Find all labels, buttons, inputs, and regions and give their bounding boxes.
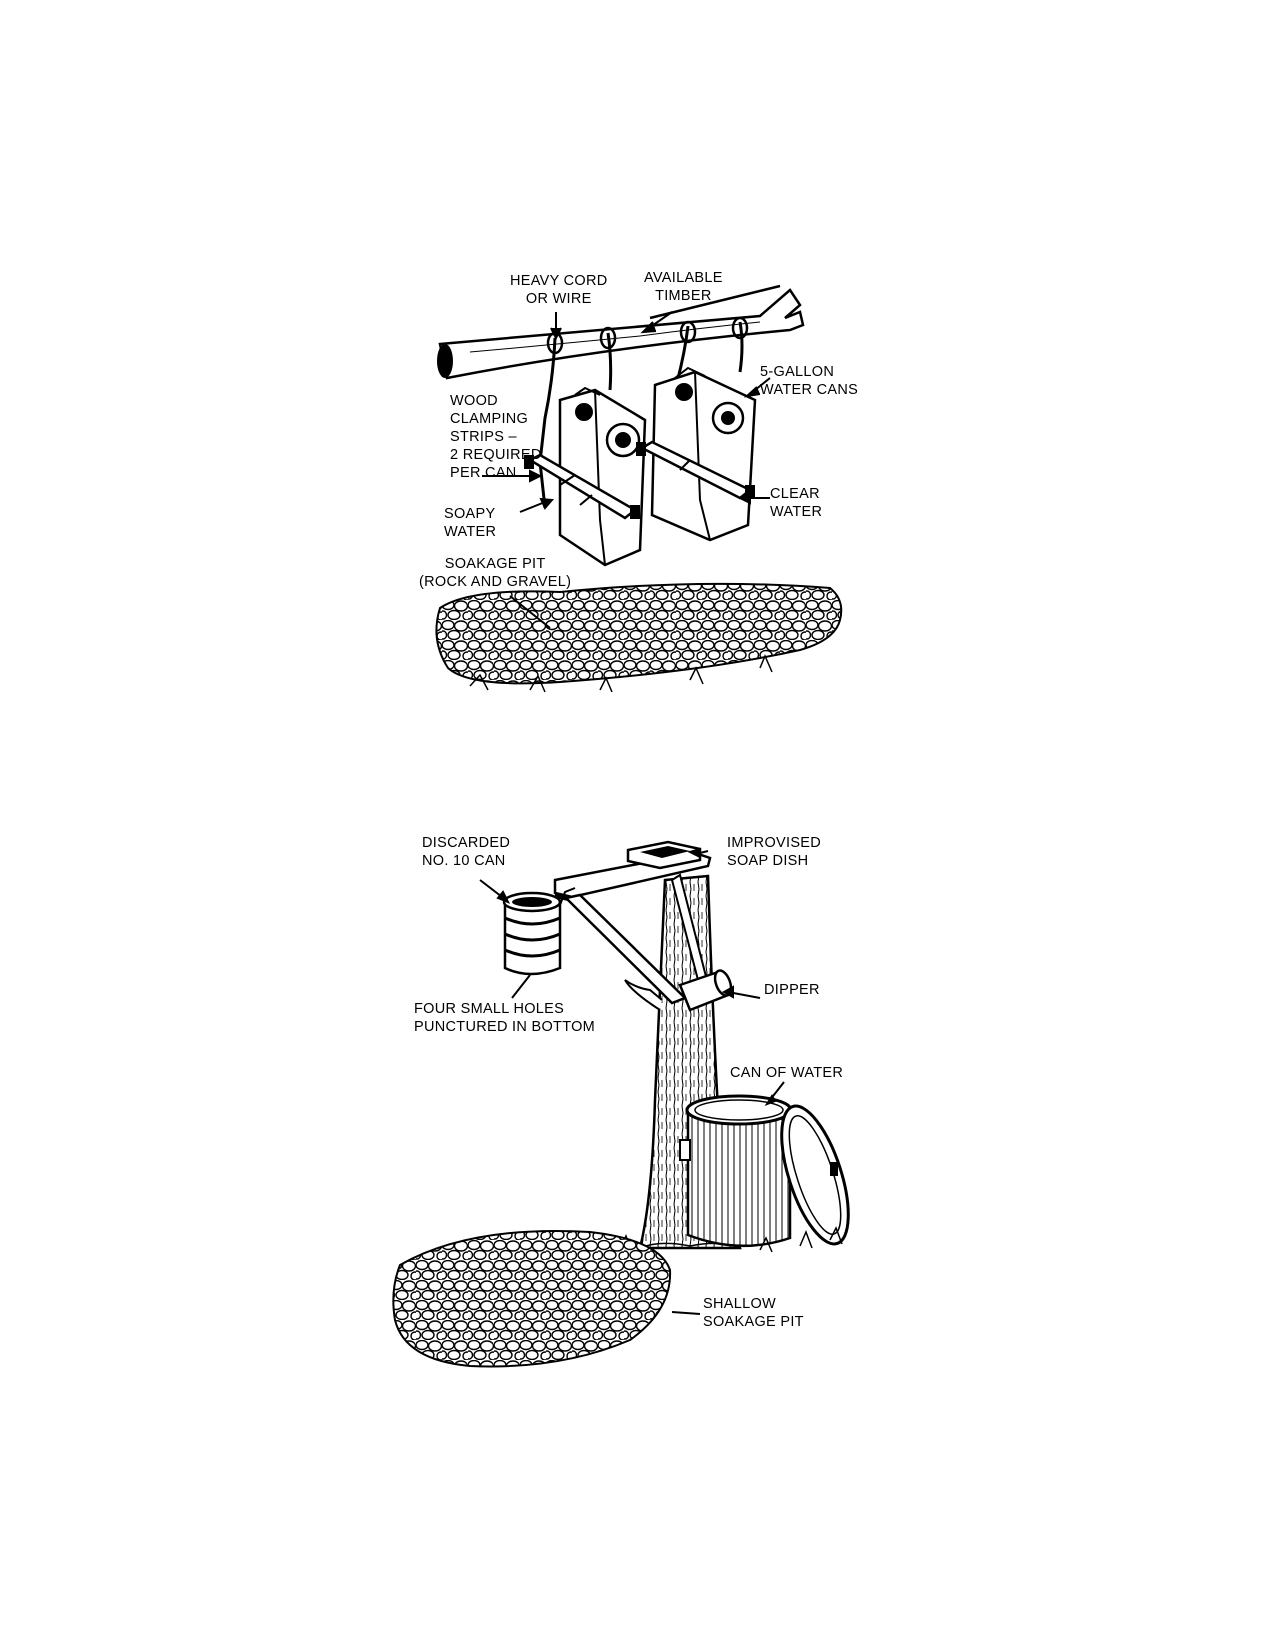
timber-log xyxy=(437,284,805,380)
label-heavy-cord: HEAVY CORD OR WIRE xyxy=(510,273,608,307)
water-can-left xyxy=(558,386,647,567)
soap-dish xyxy=(626,840,702,870)
label-soap-dish: IMPROVISED SOAP DISH xyxy=(727,835,822,869)
label-wood-clamping-strips: WOOD CLAMPING STRIPS – 2 REQUIRED PER CA… xyxy=(450,393,542,481)
label-clear-water: CLEAR WATER xyxy=(770,486,823,520)
label-shallow-soakage-pit: SHALLOW SOAKAGE PIT xyxy=(703,1296,804,1330)
label-can-of-water: CAN OF WATER xyxy=(730,1065,844,1081)
clamping-strip-left xyxy=(524,453,640,520)
dipper xyxy=(670,873,733,1012)
top-figure xyxy=(435,284,843,693)
label-discarded-can: DISCARDED NO. 10 CAN xyxy=(422,835,511,869)
water-can-bottom xyxy=(679,1094,850,1248)
label-four-small-holes: FOUR SMALL HOLES PUNCTURED IN BOTTOM xyxy=(414,1001,596,1035)
label-dipper: DIPPER xyxy=(764,982,820,998)
soakage-pit-bottom xyxy=(392,1229,672,1368)
top-leader-lines xyxy=(482,311,771,629)
water-can-right xyxy=(650,366,757,542)
bottom-leader-lines xyxy=(479,847,785,1315)
bottom-figure xyxy=(392,840,850,1368)
label-water-cans: 5-GALLON WATER CANS xyxy=(760,364,859,398)
soakage-pit-top xyxy=(435,582,843,693)
label-soakage-pit: SOAKAGE PIT (ROCK AND GRAVEL) xyxy=(419,556,572,590)
label-soapy-water: SOAPY WATER xyxy=(444,506,497,540)
no10-can xyxy=(502,887,576,976)
label-available-timber: AVAILABLE TIMBER xyxy=(644,270,723,304)
